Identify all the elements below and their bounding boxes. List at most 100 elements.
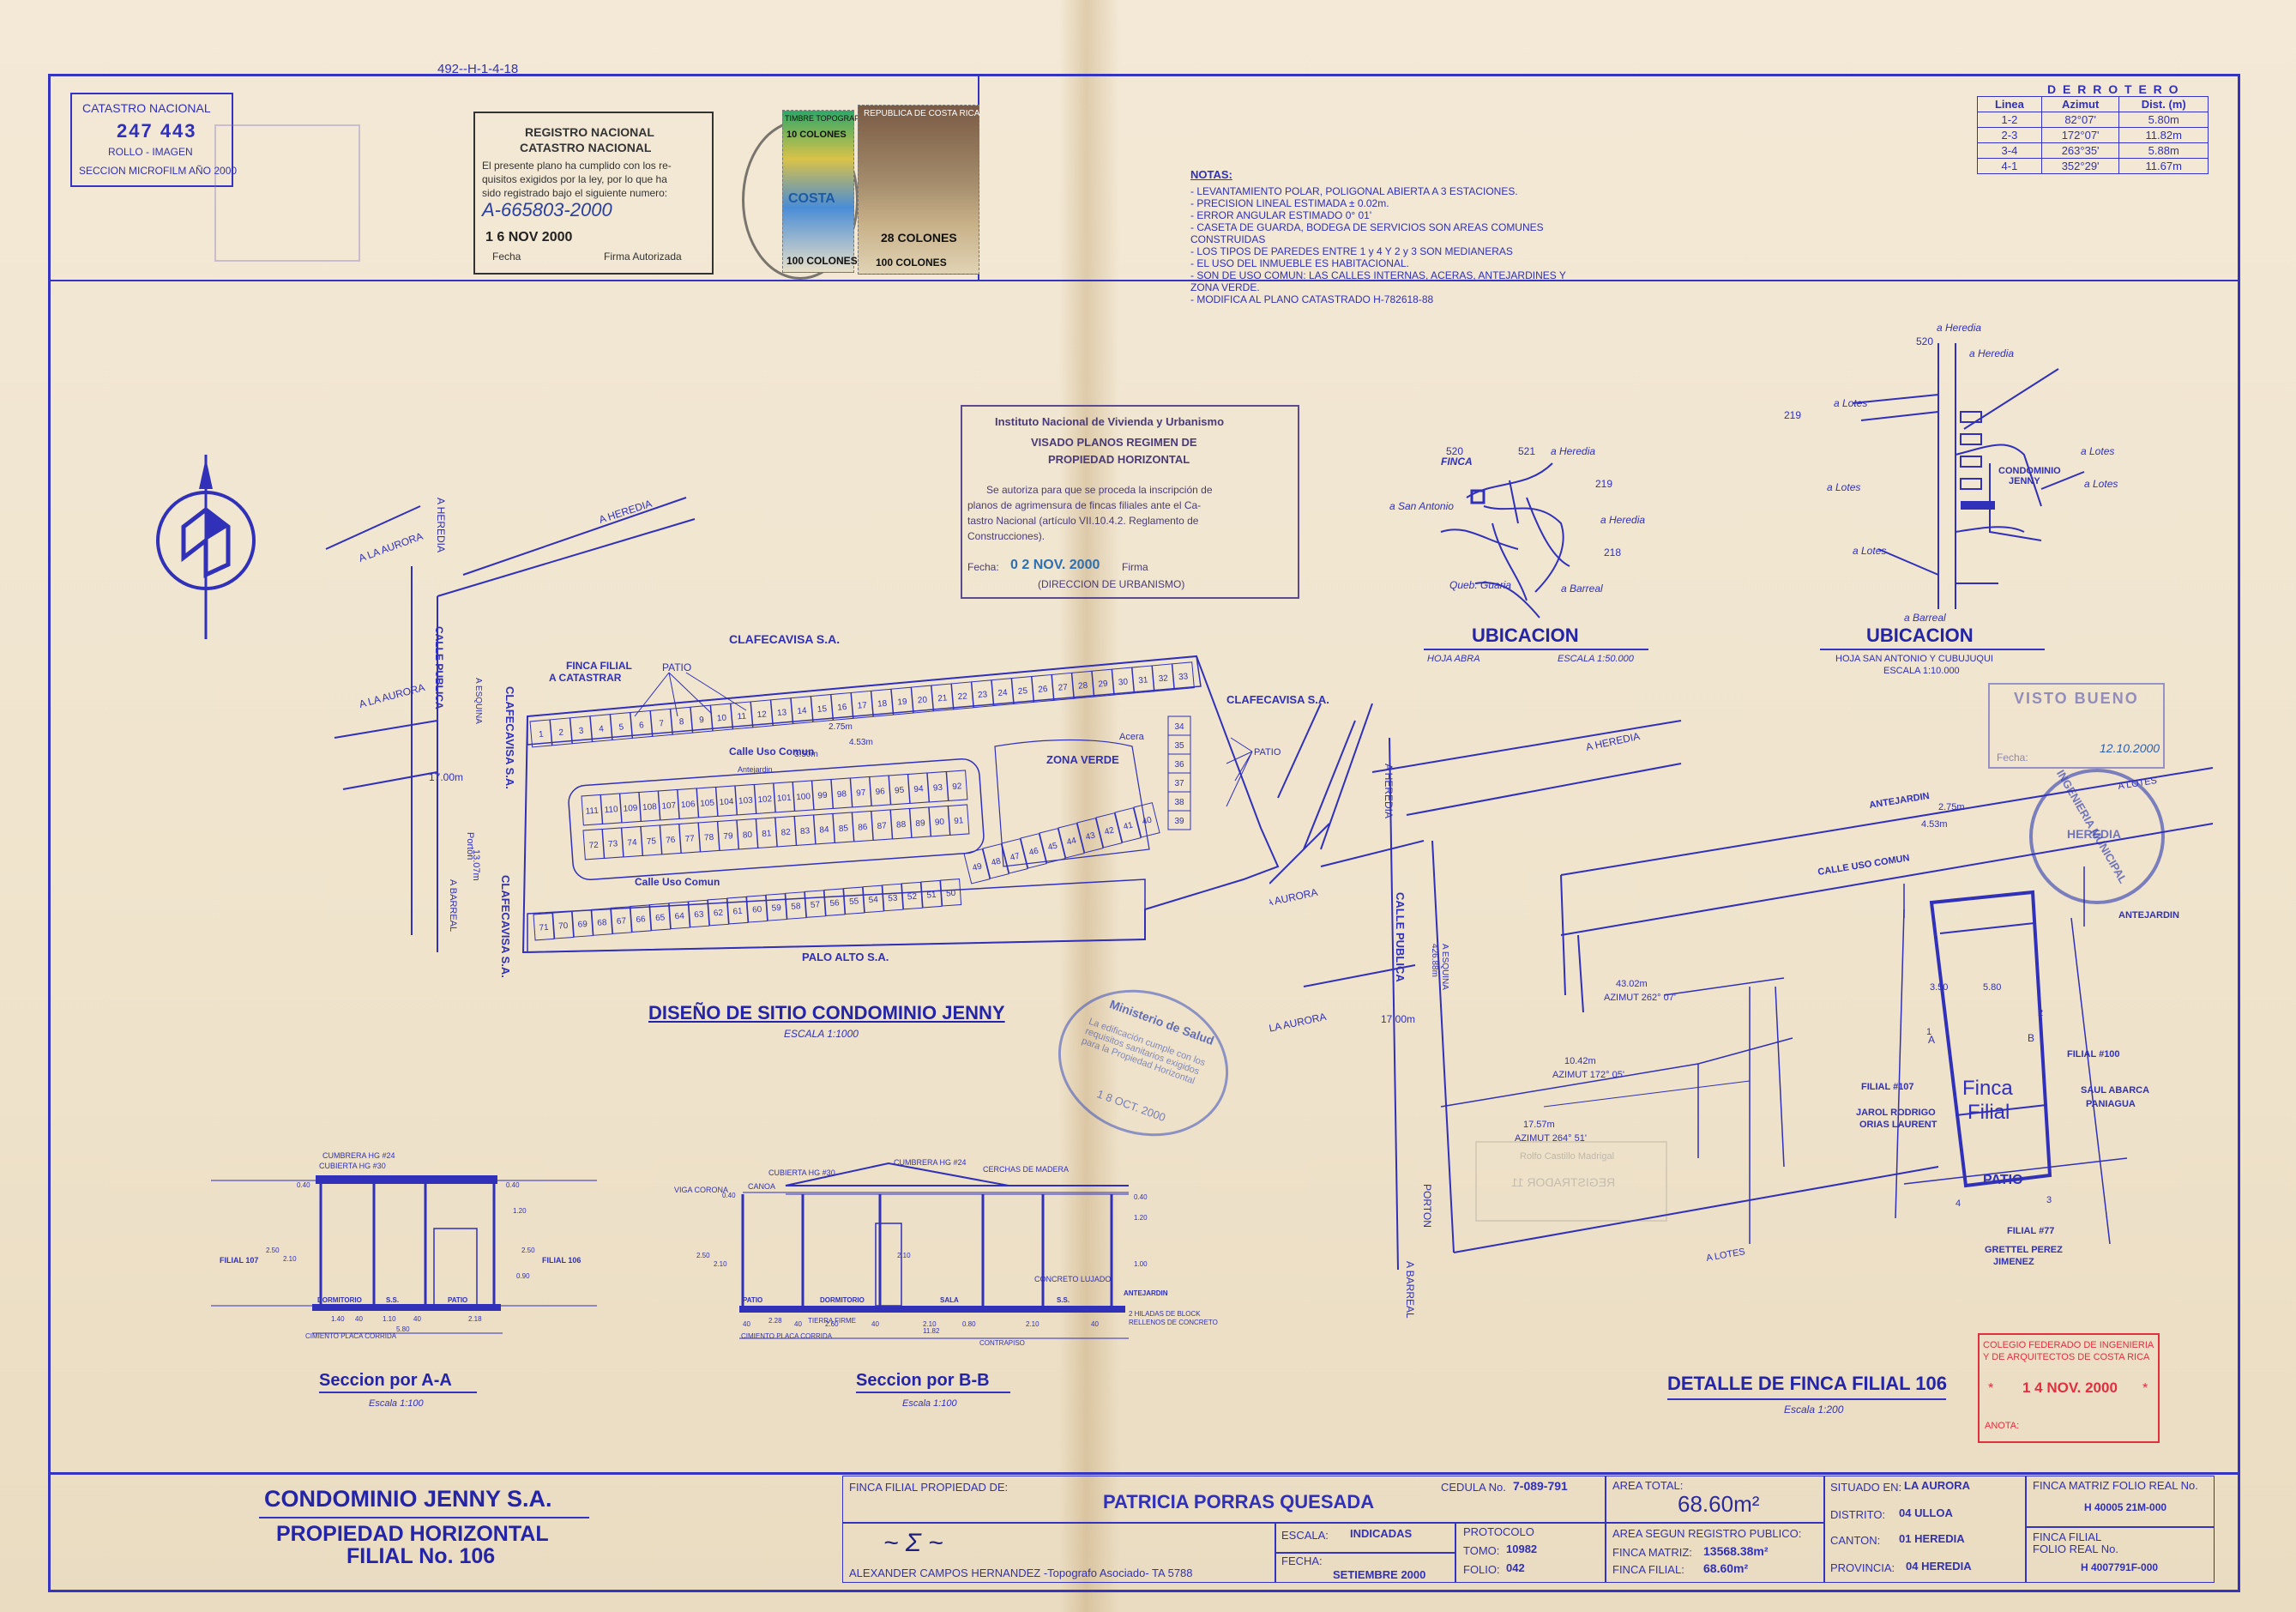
lot-number: 1 — [539, 730, 545, 740]
detalle-scale: Escala 1:200 — [1784, 1404, 1844, 1416]
section-dimension: 2.50 — [696, 1252, 710, 1259]
det-a-heredia: A HEREDIA — [1585, 730, 1642, 753]
lot-cell: 77 — [678, 822, 701, 854]
lot-number: 6 — [639, 721, 645, 730]
lot-cell: 72 — [582, 828, 605, 860]
timbre2-value: 28 COLONES — [881, 231, 957, 245]
site-clafecavisa-right: CLAFECAVISA S.A. — [1226, 693, 1329, 706]
derrotero-title: D E R R O T E R O — [2047, 82, 2180, 96]
note-line: - PRECISION LINEAL ESTIMADA ± 0.02m. — [1190, 197, 1389, 209]
tb-line3: FILIAL No. 106 — [347, 1544, 496, 1568]
invu-body2: planos de agrimensura de fincas filiales… — [967, 499, 1202, 511]
lot-number: 11 — [737, 711, 747, 721]
lot-number: 84 — [819, 825, 829, 836]
lot-number: 40 — [1142, 815, 1154, 826]
lot-cell: 39 — [1167, 810, 1191, 830]
section-dimension: 40 — [355, 1315, 363, 1323]
tb-area-label: AREA TOTAL: — [1612, 1479, 1684, 1492]
tb-fm-label: FINCA MATRIZ: — [1612, 1546, 1692, 1559]
tb-area: 68.60m² — [1678, 1491, 1760, 1517]
det-d-b: 4.53m — [1921, 819, 1948, 830]
lot-number: 22 — [957, 691, 967, 702]
invu-line3: PROPIEDAD HORIZONTAL — [1048, 453, 1190, 466]
header-code: 492--H-1-4-18 — [437, 62, 519, 76]
det-filial: Filial — [1968, 1101, 2010, 1124]
invu-body3: tastro Nacional (artículo VII.10.4.2. Re… — [967, 515, 1199, 527]
lot-cell: 20 — [911, 685, 934, 714]
lot-cell: 67 — [610, 906, 632, 934]
lot-number: 25 — [1017, 686, 1027, 697]
cfia-anota: ANOTA: — [1985, 1421, 2020, 1431]
tb-escala: INDICADAS — [1350, 1527, 1413, 1540]
registro-date: 1 6 NOV 2000 — [485, 230, 573, 245]
tb-fffr-label2: FOLIO REAL No. — [2033, 1543, 2118, 1555]
secA-ss: S.S. — [386, 1296, 399, 1304]
ubic1-sub-right: ESCALA 1:50.000 — [1558, 654, 1634, 664]
lot-cell: 23 — [971, 679, 994, 709]
lot-cell: 107 — [658, 788, 680, 821]
lot-cell: 105 — [696, 786, 719, 818]
tb-surveyor: ALEXANDER CAMPOS HERNANDEZ -Topografo As… — [849, 1567, 1193, 1579]
section-dimension: 11.82 — [923, 1327, 940, 1335]
tb-protocolo-cell — [1455, 1523, 1606, 1583]
lot-cell: 64 — [668, 901, 690, 930]
lot-cell: 41 — [1114, 807, 1142, 843]
section-dimension: 1.20 — [513, 1207, 527, 1215]
lot-number: 80 — [743, 830, 753, 841]
north-arrow-icon — [156, 455, 256, 639]
lot-cell: 69 — [571, 909, 594, 938]
secB-contrapiso: CONTRAPISO — [979, 1339, 1025, 1347]
det-d-d: 10.42m — [1564, 1056, 1596, 1066]
lot-number: 44 — [1066, 836, 1078, 847]
tb-company: CONDOMINIO JENNY S.A. — [264, 1486, 552, 1512]
site-d4: 4.53m — [849, 738, 873, 747]
lot-cell: 106 — [677, 788, 699, 819]
lot-cell: 49 — [963, 848, 991, 884]
site-calle-publica: CALLE PUBLICA — [433, 626, 445, 709]
lot-number: 26 — [1038, 685, 1048, 695]
lot-cell: 59 — [765, 893, 787, 921]
lot-number: 51 — [926, 891, 937, 901]
det-a: A — [1928, 1034, 1935, 1046]
tb-fecha-label: FECHA: — [1281, 1555, 1323, 1567]
lot-number: 75 — [647, 836, 657, 847]
tb-fffr-label1: FINCA FILIAL — [2033, 1530, 2102, 1543]
lot-number: 23 — [978, 690, 988, 700]
cfia-line1: COLEGIO FEDERADO DE INGENIERIA — [1983, 1340, 2154, 1350]
invu-body1: Se autoriza para que se proceda la inscr… — [986, 484, 1213, 496]
derrotero-cell: 172°07' — [2040, 127, 2120, 143]
invu-line1: Instituto Nacional de Vivienda y Urbanis… — [995, 415, 1225, 428]
site-d3: 2.75m — [829, 722, 853, 732]
ubic1-218: 218 — [1604, 546, 1621, 558]
lot-number: 39 — [1174, 817, 1184, 826]
lot-number: 43 — [1085, 830, 1097, 842]
lot-number: 88 — [896, 820, 907, 830]
lot-cell: 79 — [717, 819, 739, 851]
lot-cell: 96 — [869, 775, 891, 806]
registro-number: A-665803-2000 — [482, 199, 612, 220]
ubic2-lotes: a Lotes — [1834, 397, 1867, 409]
det-d-h: 5.80 — [1983, 982, 2001, 993]
lot-number: 109 — [623, 804, 638, 814]
derrotero-cell: 2-3 — [1977, 127, 2042, 143]
tb-ff-label: FINCA FILIAL: — [1612, 1563, 1684, 1576]
det-az-c: AZIMUT 262° 07' — [1604, 993, 1676, 1003]
site-a-esquina: A ESQUINA — [473, 678, 483, 724]
lot-cell: 90 — [928, 805, 951, 837]
ubic2-lotes3: a Lotes — [1827, 481, 1860, 493]
detalle-title: DETALLE DE FINCA FILIAL 106 — [1667, 1373, 1947, 1394]
municipal-sub: HEREDIA — [2067, 827, 2122, 841]
tb-protocolo: PROTOCOLO — [1463, 1525, 1534, 1538]
lot-cell: 15 — [811, 694, 834, 723]
lot-number: 20 — [917, 696, 927, 706]
lot-number: 15 — [817, 704, 827, 715]
det-f100a: SAUL ABARCA — [2081, 1085, 2149, 1096]
lot-cell: 31 — [1131, 665, 1155, 694]
tb-fm: 13568.38m² — [1703, 1544, 1769, 1558]
det-antejardin-top: ANTEJARDIN — [2118, 910, 2179, 921]
ubic1-barreal: a Barreal — [1561, 583, 1603, 595]
lot-number: 89 — [915, 818, 925, 829]
lot-cell: 93 — [926, 770, 949, 803]
